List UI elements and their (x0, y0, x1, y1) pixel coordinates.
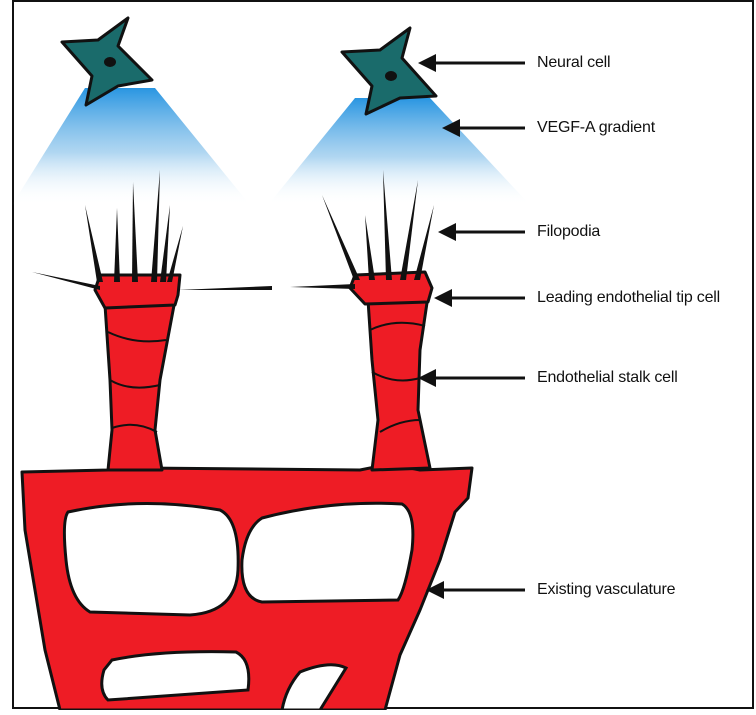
stalk-left (105, 300, 175, 470)
arrow-left-icon (434, 289, 525, 307)
nucleus (385, 71, 397, 81)
label-neural-cell: Neural cell (537, 54, 610, 72)
label-vegf-gradient: VEGF-A gradient (537, 119, 655, 137)
vegf-gradient-right (268, 98, 530, 205)
vessel-hole (64, 503, 238, 615)
vessel-hole (102, 652, 249, 700)
label-filopodia: Filopodia (537, 223, 600, 241)
vegf-gradient-left (12, 88, 250, 205)
arrow-left-icon (426, 581, 525, 599)
arrow-left-icon (418, 369, 525, 387)
nucleus (104, 57, 116, 67)
label-tip-cell: Leading endothelial tip cell (537, 289, 720, 307)
label-vasculature: Existing vasculature (537, 581, 675, 599)
arrow-left-icon (438, 223, 525, 241)
arrow-left-icon (418, 54, 525, 72)
vessel-hole (242, 503, 413, 602)
label-stalk-cell: Endothelial stalk cell (537, 369, 678, 387)
